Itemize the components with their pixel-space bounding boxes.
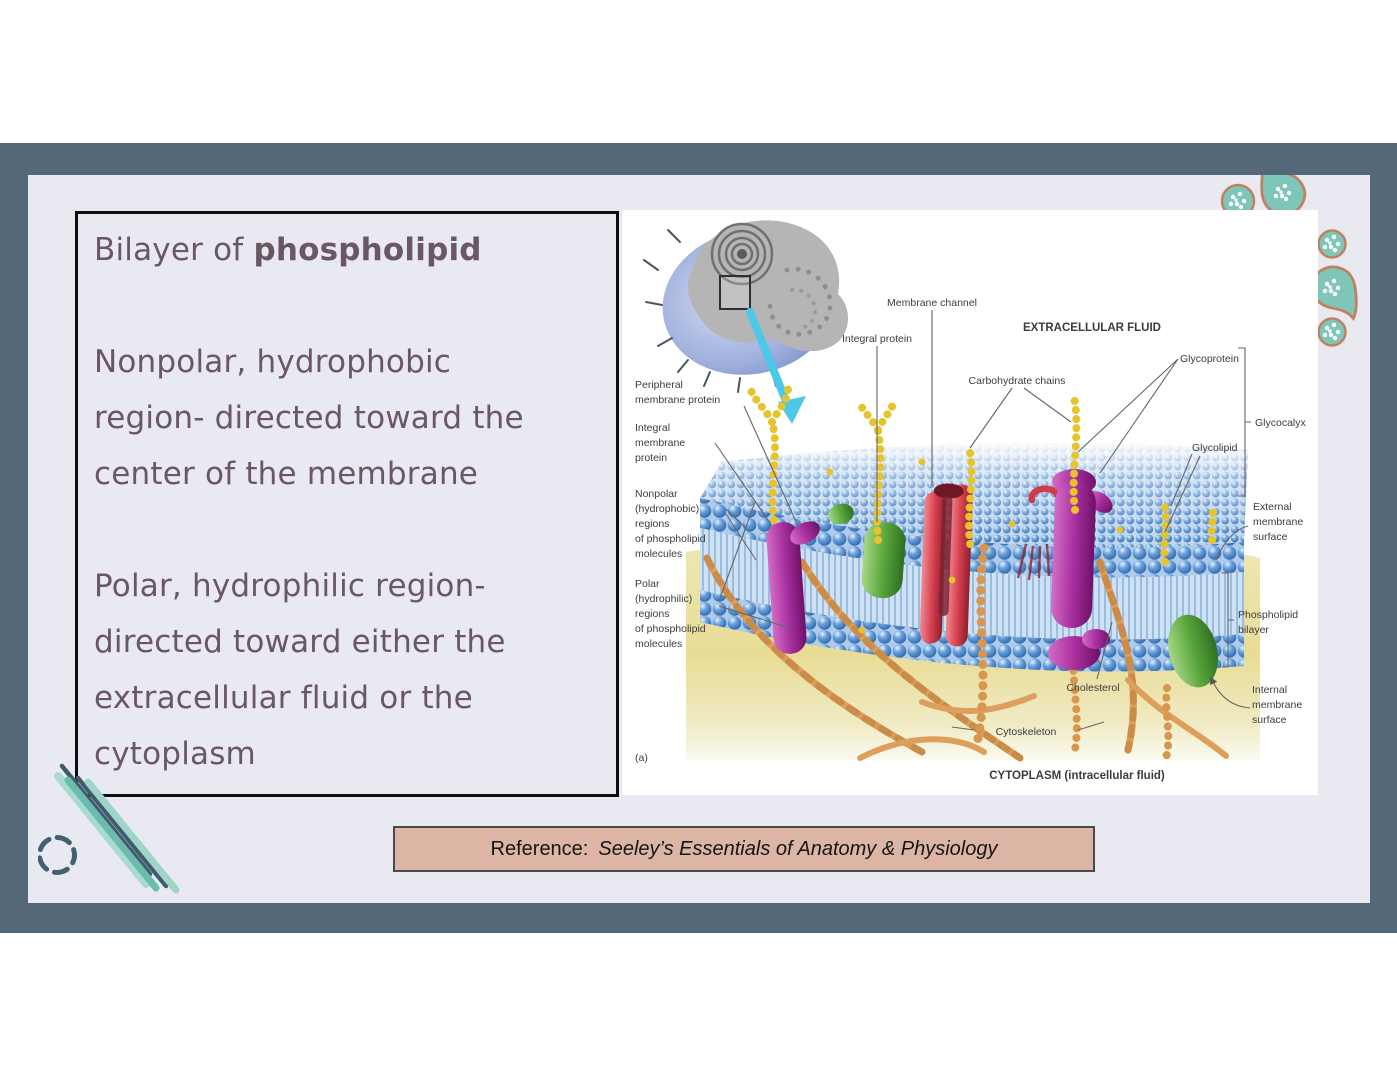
- reference-book-title: Seeley’s Essentials of Anatomy & Physiol…: [598, 837, 998, 860]
- integral-protein-green: [861, 521, 906, 599]
- label-membrane-channel: Membrane channel: [887, 297, 977, 309]
- label-integral-protein: Integral protein: [842, 333, 912, 345]
- cell-inset-illustration: [643, 220, 849, 424]
- label-extracellular-fluid: EXTRACELLULAR FLUID: [1023, 322, 1161, 334]
- title-bold: phospholipid: [253, 232, 482, 268]
- lines-decoration: [38, 763, 180, 894]
- reference-box: Reference: Seeley’s Essentials of Anatom…: [393, 826, 1095, 872]
- label-leader-lines: [714, 310, 1251, 731]
- cytoskeleton-strands: [703, 543, 1229, 762]
- internal-protein-green: [1168, 614, 1218, 688]
- membrane-channel-protein: [919, 483, 973, 647]
- carbohydrate-chains-graphic: [746, 384, 1217, 566]
- title-regular: Bilayer of: [94, 232, 254, 268]
- membrane-proteins: [766, 469, 1218, 688]
- diagonal-lines: [54, 763, 180, 894]
- membrane-diagram: Membrane channel Integral protein EXTRAC…: [635, 220, 1307, 782]
- label-cytoskeleton: Cytoskeleton: [996, 726, 1057, 738]
- integral-protein-purple: [766, 522, 807, 654]
- paragraph-nonpolar: Nonpolar, hydrophobic region- directed t…: [94, 344, 524, 492]
- text-box: Bilayer of phospholipid Nonpolar, hydrop…: [75, 211, 619, 797]
- slide: Bilayer of phospholipid Nonpolar, hydrop…: [28, 175, 1370, 903]
- scattered-sugar-dots: [826, 458, 1124, 634]
- blob-shapes: [1220, 175, 1370, 347]
- label-glycocalyx: Glycocalyx: [1255, 417, 1307, 429]
- label-carbohydrate-chains: Carbohydrate chains: [969, 375, 1066, 387]
- label-glycoprotein: Glycoprotein: [1180, 353, 1239, 365]
- diagram-labels: Membrane channel Integral protein EXTRAC…: [635, 297, 1307, 782]
- reference-label: Reference:: [490, 837, 589, 860]
- magnify-arrow: [746, 308, 792, 410]
- dashed-circle-icon: [38, 835, 77, 875]
- membrane-diagram-panel: Membrane channel Integral protein EXTRAC…: [622, 210, 1318, 795]
- label-glycolipid: Glycolipid: [1192, 442, 1238, 454]
- paragraph-polar: Polar, hydrophilic region- directed towa…: [94, 568, 506, 772]
- figure-marker: (a): [635, 752, 648, 764]
- slide-title: Bilayer of phospholipid: [94, 222, 564, 278]
- magnified-region-box: [719, 275, 751, 310]
- label-cholesterol: Cholesterol: [1066, 682, 1119, 694]
- label-cytoplasm: CYTOPLASM (intracellular fluid): [989, 770, 1165, 782]
- cell-blobs-decoration: [1220, 175, 1370, 347]
- peripheral-protein-blob: [790, 521, 820, 545]
